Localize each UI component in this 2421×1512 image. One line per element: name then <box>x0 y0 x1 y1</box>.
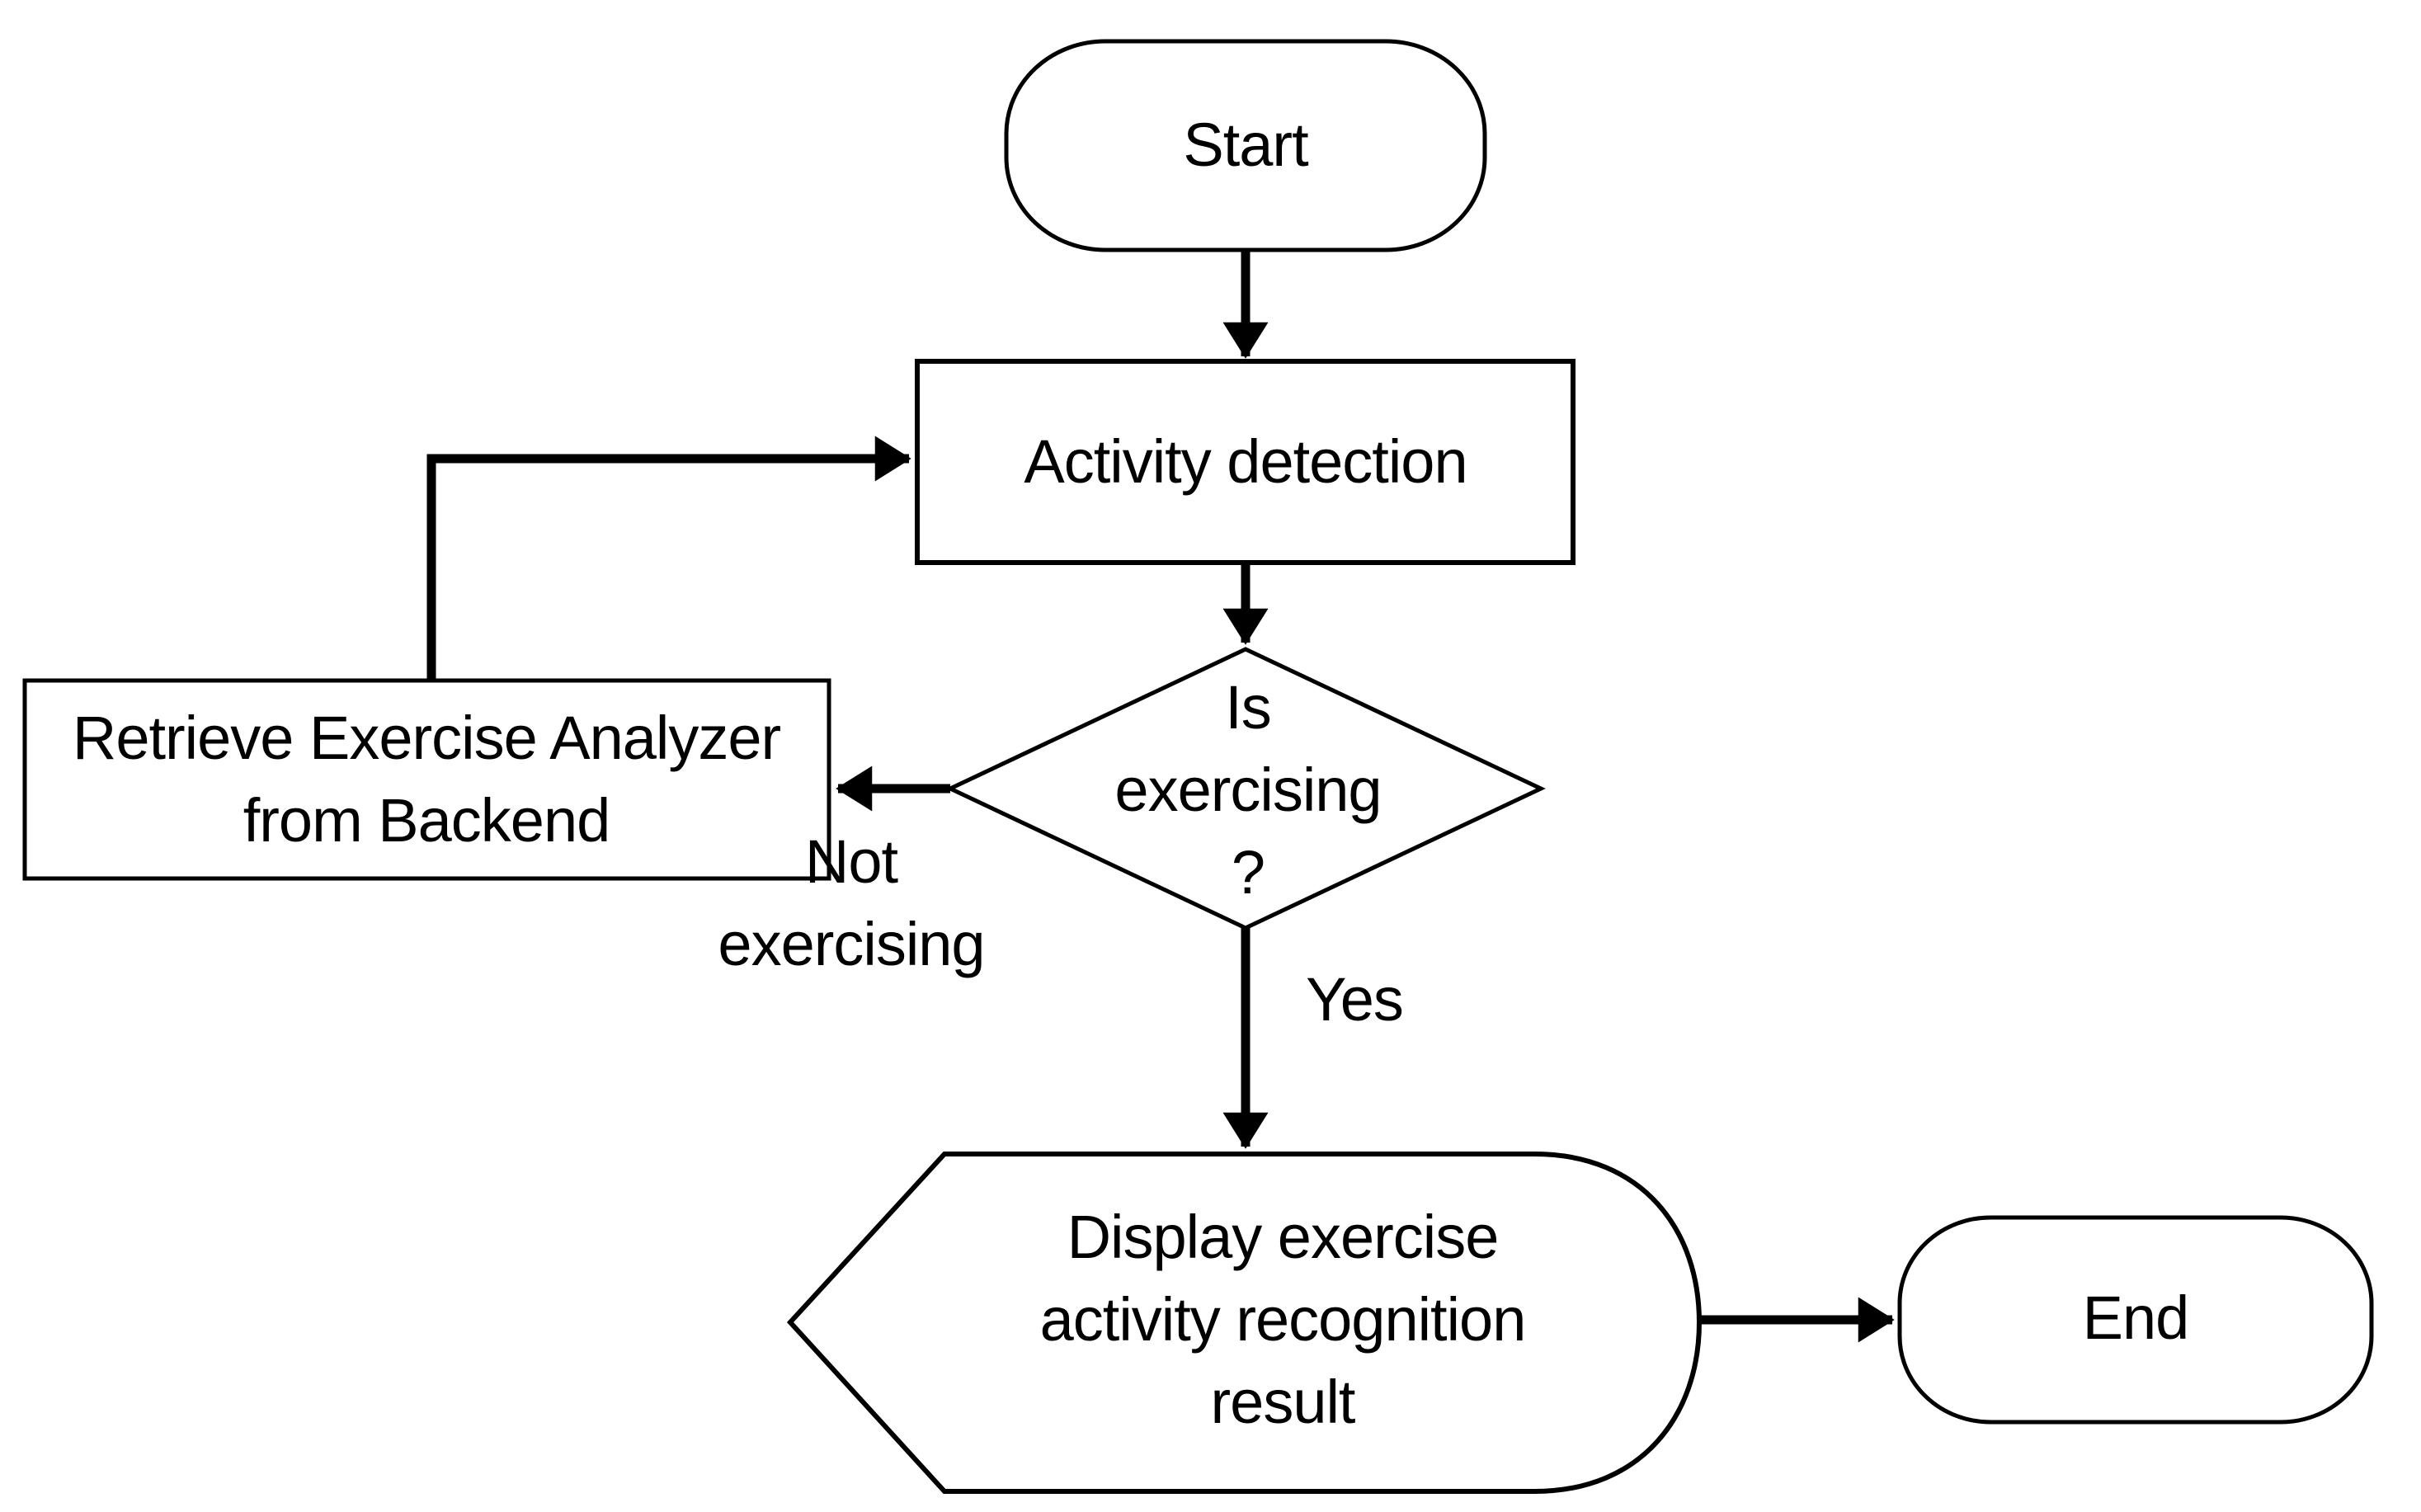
not-exercising-edge-label: Not exercising <box>718 827 985 978</box>
start-node <box>1004 39 1487 252</box>
yes-edge-label: Yes <box>1306 965 1404 1034</box>
activity-detection-node-label: Activity detection <box>1024 427 1467 497</box>
is-exercising-decision-label: Is exercising ? <box>1114 673 1382 907</box>
retrieve-analyzer-node <box>22 678 831 881</box>
end-node-label: End <box>2082 1284 2190 1353</box>
edge-retrieve-loop-to-activity-detection <box>426 436 911 681</box>
is-exercising-decision-node <box>945 647 1546 930</box>
start-node-label: Start <box>1183 111 1308 180</box>
retrieve-analyzer-node-label: Retrieve Exercise Analyzer from Backend <box>72 704 781 855</box>
display-result-node-label: Display exercise activity recognition re… <box>1039 1203 1527 1436</box>
display-result-node <box>786 1152 1703 1494</box>
end-node <box>1897 1215 2374 1425</box>
activity-detection-node <box>915 359 1576 565</box>
